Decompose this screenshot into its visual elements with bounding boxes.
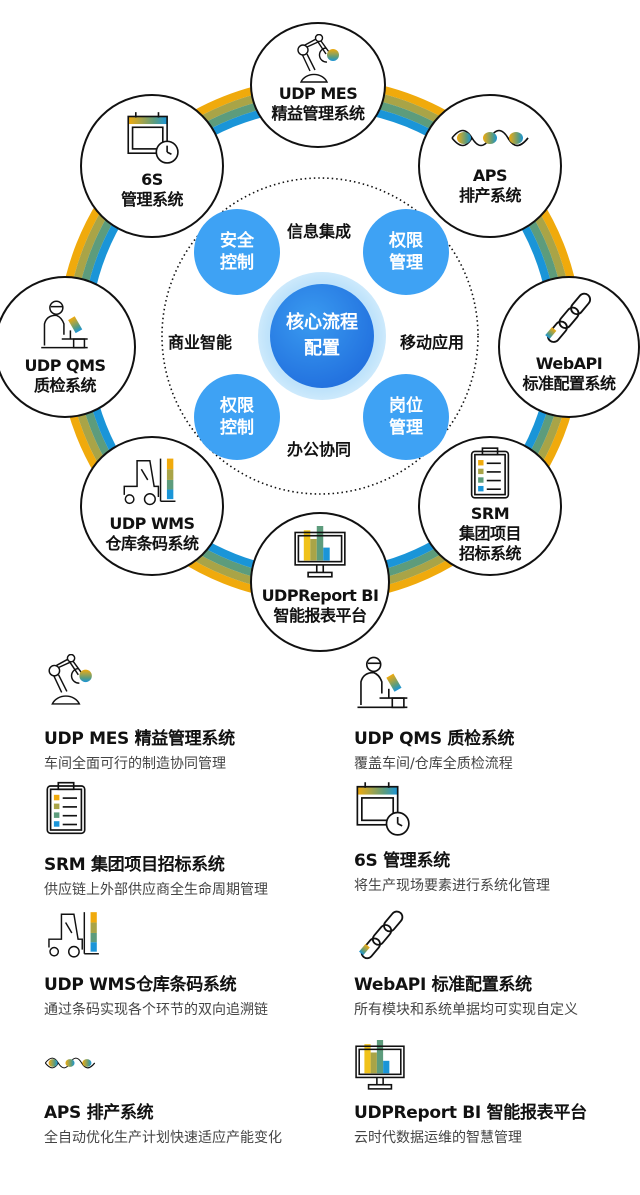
list-item-bi[interactable]: UDPReport BI 智能报表平台 云时代数据运维的智慧管理 bbox=[354, 1040, 640, 1147]
item-title: SRM 集团项目招标系统 bbox=[44, 855, 225, 875]
node-line2: 排产系统 bbox=[458, 186, 522, 205]
forklift-icon bbox=[120, 454, 184, 508]
node-bi[interactable]: UDPReport BI 智能报表平台 bbox=[250, 512, 390, 652]
node-line2: 智能报表平台 bbox=[273, 606, 367, 625]
node-line2: 集团项目 bbox=[458, 524, 522, 543]
list-item-mes[interactable]: UDP MES 精益管理系统 车间全面可行的制造协同管理 bbox=[44, 654, 344, 773]
list-item-6s[interactable]: 6S 管理系统 将生产现场要素进行系统化管理 bbox=[354, 780, 640, 895]
bubble-line1: 权限 bbox=[389, 231, 423, 251]
node-line2: 标准配置系统 bbox=[522, 374, 616, 393]
calendar-clock-icon bbox=[354, 780, 410, 836]
item-title: 6S 管理系统 bbox=[354, 851, 450, 871]
item-desc: 通过条码实现各个环节的双向追溯链 bbox=[44, 1002, 268, 1018]
item-desc: 车间全面可行的制造协同管理 bbox=[44, 756, 226, 772]
robot-arm-icon bbox=[293, 34, 343, 84]
bubble-permission-management[interactable]: 权限 管理 bbox=[363, 209, 449, 295]
bubble-line2: 管理 bbox=[389, 253, 423, 273]
chain-link-icon bbox=[540, 290, 598, 348]
label-mobile-app: 移动应用 bbox=[400, 333, 465, 352]
list-item-wms[interactable]: UDP WMS仓库条码系统 通过条码实现各个环节的双向追溯链 bbox=[44, 908, 344, 1019]
node-webapi[interactable]: WebAPI 标准配置系统 bbox=[498, 276, 640, 418]
monitor-bar-chart-icon bbox=[292, 526, 348, 580]
item-desc: 将生产现场要素进行系统化管理 bbox=[354, 878, 550, 894]
bubble-post-management[interactable]: 岗位 管理 bbox=[363, 374, 449, 460]
node-line2: 仓库条码系统 bbox=[105, 534, 199, 553]
bubble-line1: 权限 bbox=[220, 396, 254, 416]
list-item-webapi[interactable]: WebAPI 标准配置系统 所有模块和系统单据均可实现自定义 bbox=[354, 908, 640, 1019]
label-info-integration: 信息集成 bbox=[287, 222, 352, 241]
bubble-line2: 控制 bbox=[220, 418, 254, 438]
core-line1: 核心流程 bbox=[286, 312, 358, 333]
node-qms[interactable]: UDP QMS 质检系统 bbox=[0, 276, 136, 418]
item-desc: 供应链上外部供应商全生命周期管理 bbox=[44, 882, 268, 898]
item-desc: 所有模块和系统单据均可实现自定义 bbox=[354, 1002, 578, 1018]
node-line1: UDP WMS bbox=[109, 514, 195, 533]
item-title: UDP QMS 质检系统 bbox=[354, 729, 515, 749]
node-line2: 精益管理系统 bbox=[271, 104, 365, 123]
clipboard-checklist-icon bbox=[468, 446, 512, 500]
node-line2: 管理系统 bbox=[120, 190, 184, 209]
label-business-intelligence: 商业智能 bbox=[168, 333, 233, 352]
list-item-qms[interactable]: UDP QMS 质检系统 覆盖车间/仓库全质检流程 bbox=[354, 654, 640, 773]
bubble-line2: 控制 bbox=[220, 253, 254, 273]
bubble-line1: 岗位 bbox=[389, 396, 423, 416]
chain-link-icon bbox=[354, 908, 410, 964]
node-srm[interactable]: SRM 集团项目 招标系统 bbox=[418, 436, 562, 576]
item-desc: 全自动优化生产计划快速适应产能变化 bbox=[44, 1130, 282, 1146]
node-line1: UDP QMS bbox=[24, 356, 106, 375]
item-title: UDP MES 精益管理系统 bbox=[44, 729, 235, 749]
item-desc: 云时代数据运维的智慧管理 bbox=[354, 1130, 522, 1146]
core-line2: 配置 bbox=[304, 338, 340, 359]
label-office-collab: 办公协同 bbox=[287, 440, 352, 459]
bubble-line2: 管理 bbox=[389, 418, 423, 438]
bubble-permission-control[interactable]: 权限 控制 bbox=[194, 374, 280, 460]
item-title: UDPReport BI 智能报表平台 bbox=[354, 1103, 587, 1123]
core-process-config[interactable]: 核心流程 配置 bbox=[270, 284, 374, 388]
calendar-clock-icon bbox=[125, 110, 179, 164]
bubble-line1: 安全 bbox=[220, 231, 254, 251]
bubble-security-control[interactable]: 安全 控制 bbox=[194, 209, 280, 295]
node-line1: UDP MES bbox=[278, 84, 358, 103]
node-line1: 6S bbox=[141, 170, 163, 189]
node-mes[interactable]: UDP MES 精益管理系统 bbox=[250, 22, 386, 148]
node-aps[interactable]: APS 排产系统 bbox=[418, 94, 562, 238]
item-desc: 覆盖车间/仓库全质检流程 bbox=[354, 756, 513, 772]
robot-arm-icon bbox=[44, 654, 96, 706]
item-title: UDP WMS仓库条码系统 bbox=[44, 975, 237, 995]
node-6s[interactable]: 6S 管理系统 bbox=[80, 94, 224, 238]
list-item-aps[interactable]: APS 排产系统 全自动优化生产计划快速适应产能变化 bbox=[44, 1040, 344, 1147]
item-title: WebAPI 标准配置系统 bbox=[354, 975, 532, 995]
forklift-icon bbox=[44, 908, 108, 960]
clipboard-checklist-icon bbox=[44, 780, 88, 836]
node-line1: APS bbox=[472, 166, 508, 185]
node-line1: SRM bbox=[470, 504, 510, 523]
microscope-scientist-icon bbox=[38, 298, 92, 352]
node-line2: 质检系统 bbox=[33, 376, 97, 395]
wave-eyes-icon bbox=[44, 1054, 96, 1072]
item-title: APS 排产系统 bbox=[44, 1103, 154, 1123]
node-line1: UDPReport BI bbox=[261, 586, 379, 605]
node-line1: WebAPI bbox=[535, 354, 603, 373]
monitor-bar-chart-icon bbox=[354, 1040, 406, 1092]
node-wms[interactable]: UDP WMS 仓库条码系统 bbox=[80, 436, 224, 576]
wave-eyes-icon bbox=[450, 126, 530, 150]
microscope-scientist-icon bbox=[354, 654, 412, 712]
list-item-srm[interactable]: SRM 集团项目招标系统 供应链上外部供应商全生命周期管理 bbox=[44, 780, 344, 899]
node-line3: 招标系统 bbox=[458, 544, 522, 563]
